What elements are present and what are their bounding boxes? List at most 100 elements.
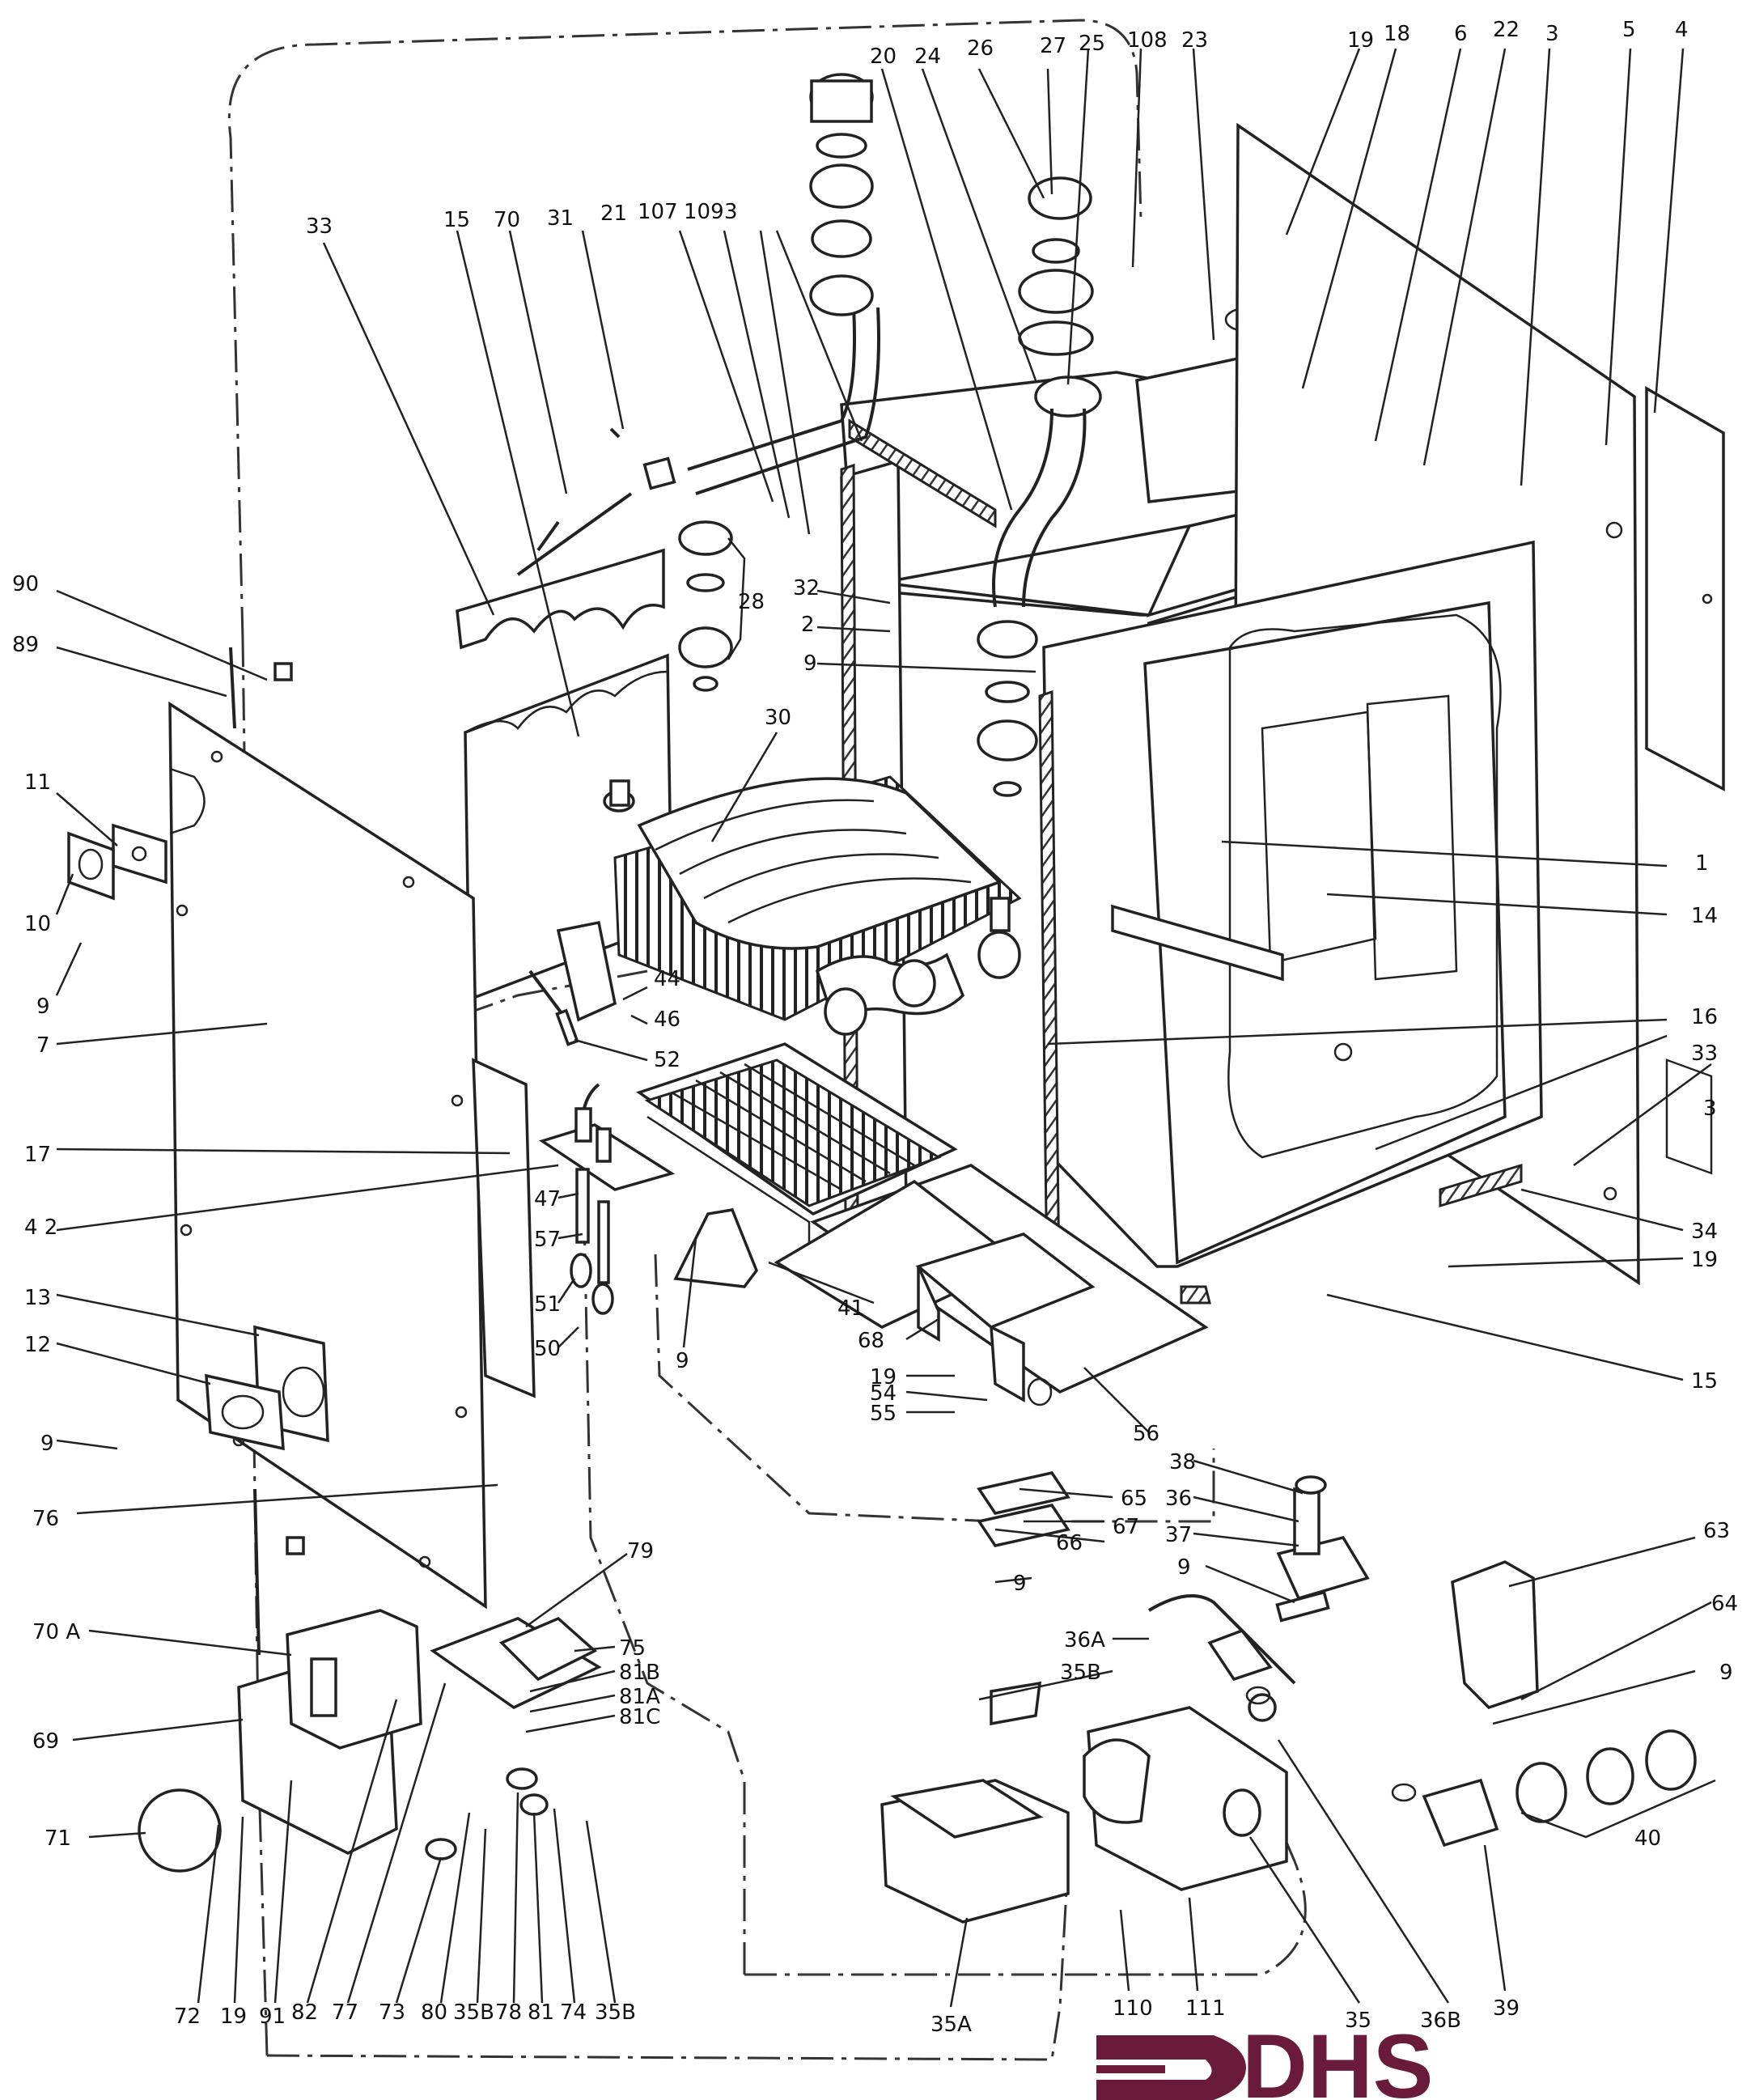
callout-42: 4 2: [24, 1215, 57, 1240]
callout-9b: 9: [36, 995, 50, 1019]
callout-30: 30: [765, 706, 791, 730]
callout-4: 4: [1675, 18, 1689, 42]
callout-20: 20: [870, 45, 897, 69]
callout-72: 72: [174, 2005, 201, 2029]
callout-33: 33: [306, 214, 333, 239]
callout-44: 44: [654, 967, 680, 991]
callout-89: 89: [12, 633, 39, 657]
callout-68: 68: [858, 1329, 884, 1353]
callout-25: 25: [1079, 32, 1105, 56]
callout-27: 27: [1040, 34, 1066, 58]
leader-lines: [55, 48, 1716, 2008]
callout-5: 5: [1622, 18, 1636, 42]
callout-74: 74: [560, 2000, 587, 2025]
electrode-assembly: [528, 920, 676, 1315]
callout-19: 19: [1347, 28, 1374, 53]
callout-64: 64: [1711, 1592, 1738, 1616]
bracket-68: [915, 1232, 1096, 1406]
callout-labels: 20 24 26 27 25 108 23 19 18 6 22 3 5 4 3…: [12, 18, 1738, 2037]
callout-1: 1: [1695, 851, 1709, 876]
callout-65: 65: [1121, 1487, 1147, 1511]
callout-32: 32: [793, 576, 820, 600]
callout-63: 63: [1703, 1519, 1730, 1543]
callout-3c: 3: [1703, 1097, 1717, 1121]
callout-79: 79: [627, 1539, 654, 1563]
callout-16: 16: [1691, 1005, 1718, 1029]
callout-55: 55: [870, 1402, 897, 1426]
callout-12: 12: [24, 1333, 51, 1357]
callout-19c: 19: [870, 1365, 897, 1389]
callout-24: 24: [914, 45, 941, 69]
callout-15b: 15: [1691, 1369, 1718, 1394]
callout-81c: 81C: [619, 1705, 660, 1729]
callout-34: 34: [1691, 1220, 1718, 1244]
callout-9: 9: [803, 651, 817, 676]
callout-81a: 81A: [619, 1685, 660, 1709]
callout-36a: 36A: [1064, 1628, 1105, 1652]
callout-33b: 33: [1691, 1042, 1718, 1066]
callout-7: 7: [36, 1033, 50, 1058]
logo-text: DHS: [1242, 2016, 1433, 2100]
callout-51: 51: [534, 1292, 561, 1317]
callout-13: 13: [24, 1286, 51, 1310]
callout-66: 66: [1056, 1531, 1083, 1555]
water-pipes: [516, 73, 1102, 797]
callout-31: 31: [547, 206, 574, 231]
callout-36b: 36B: [1420, 2009, 1461, 2033]
callout-37: 37: [1165, 1523, 1192, 1547]
callout-35a: 35A: [930, 2013, 972, 2037]
callout-17: 17: [24, 1143, 51, 1167]
callout-3b: 3: [724, 200, 738, 224]
callout-26: 26: [967, 36, 994, 61]
callout-77: 77: [332, 2000, 358, 2025]
callout-108: 108: [1127, 28, 1168, 53]
callout-9f: 9: [1177, 1555, 1191, 1580]
callout-2: 2: [801, 613, 815, 637]
callout-109: 109: [684, 200, 724, 224]
callout-19b: 19: [1691, 1248, 1718, 1272]
callout-82: 82: [291, 2000, 318, 2025]
heat-exchanger: [603, 775, 1022, 1036]
callout-35b2: 35B: [453, 2000, 494, 2025]
callout-22: 22: [1493, 18, 1520, 42]
logo-mark: [1096, 2035, 1246, 2100]
front-panel: [67, 701, 536, 1610]
callout-46: 46: [654, 1008, 680, 1032]
callout-78: 78: [495, 2000, 522, 2025]
dhs-logo: DHS: [1096, 2016, 1433, 2100]
callout-9e: 9: [1013, 1572, 1027, 1596]
callout-73: 73: [379, 2000, 405, 2025]
callout-81: 81: [528, 2000, 554, 2025]
callout-107: 107: [638, 200, 678, 224]
callout-71: 71: [45, 1826, 71, 1851]
callout-56: 56: [1133, 1422, 1159, 1446]
callout-39: 39: [1493, 1996, 1520, 2021]
callout-40: 40: [1634, 1826, 1661, 1851]
callout-69: 69: [32, 1729, 59, 1754]
callout-41: 41: [837, 1296, 864, 1321]
callout-23: 23: [1181, 28, 1208, 53]
callout-76: 76: [32, 1507, 59, 1531]
callout-54: 54: [870, 1381, 897, 1406]
callout-35b3: 35B: [595, 2000, 636, 2025]
callout-81b: 81B: [619, 1661, 660, 1685]
callout-90: 90: [12, 572, 39, 596]
callout-35: 35: [1345, 2009, 1371, 2033]
control-box: [138, 647, 602, 1873]
callout-52: 52: [654, 1048, 680, 1072]
callout-19d: 19: [220, 2005, 247, 2029]
callout-10: 10: [24, 912, 51, 936]
callout-91: 91: [259, 2005, 286, 2029]
callout-67: 67: [1113, 1515, 1139, 1539]
callout-9g: 9: [1719, 1661, 1733, 1685]
callout-15: 15: [443, 208, 470, 232]
gas-valve: [880, 1471, 1697, 1924]
callout-36: 36: [1165, 1487, 1192, 1511]
callout-35b1: 35B: [1060, 1661, 1101, 1685]
callout-110: 110: [1113, 1996, 1153, 2021]
callout-6: 6: [1454, 22, 1468, 46]
combustion-chamber: [1042, 540, 1543, 1268]
callout-14: 14: [1691, 904, 1718, 928]
